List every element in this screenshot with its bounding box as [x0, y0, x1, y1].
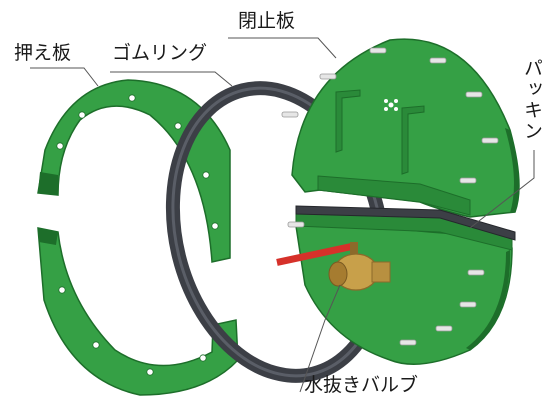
label-drain-valve: 水抜きバルブ: [304, 374, 419, 396]
leader-lines: [30, 37, 535, 393]
drain-valve-stem: [350, 242, 358, 258]
leader-packing: [469, 150, 535, 229]
closing-plate: [281, 38, 520, 365]
rubber-ring-highlight: [171, 86, 385, 378]
leader-closing-plate: [228, 37, 337, 59]
packing-strip-body: [295, 205, 516, 241]
drain-valve: [276, 242, 391, 291]
packing-strip: [295, 205, 516, 241]
closing-plate-studs: [281, 47, 499, 346]
pressure-plate-upper-edge: [38, 172, 58, 195]
label-closing-plate: 閉止板: [238, 10, 296, 32]
label-pressure-plate: 押え板: [14, 42, 72, 64]
drain-valve-handle: [276, 243, 353, 266]
pressure-plate-upper-arc: [37, 79, 231, 263]
closing-plate-bracket-left: [335, 89, 361, 153]
closing-plate-lower-rim: [466, 250, 511, 350]
pressure-plate-bolt-holes: [56, 94, 227, 376]
leader-drain-valve: [299, 284, 341, 393]
flower-emblem-icon: [384, 99, 398, 111]
label-rubber-ring: ゴムリング: [112, 42, 208, 64]
rubber-ring: [165, 81, 391, 383]
pressure-plate: [37, 79, 239, 396]
label-packing: パッキン: [521, 58, 543, 142]
pressure-plate-lower-arc: [37, 227, 239, 396]
closing-plate-upper-rim: [505, 128, 519, 213]
closing-plate-upper-flange: [317, 175, 471, 216]
closing-plate-bracket-right: [401, 105, 425, 175]
leader-pressure-plate: [30, 67, 99, 87]
leader-rubber-ring: [110, 71, 233, 87]
drain-valve-port: [328, 261, 348, 287]
drain-valve-nipple: [371, 261, 391, 283]
pressure-plate-lower-edge: [38, 228, 58, 245]
